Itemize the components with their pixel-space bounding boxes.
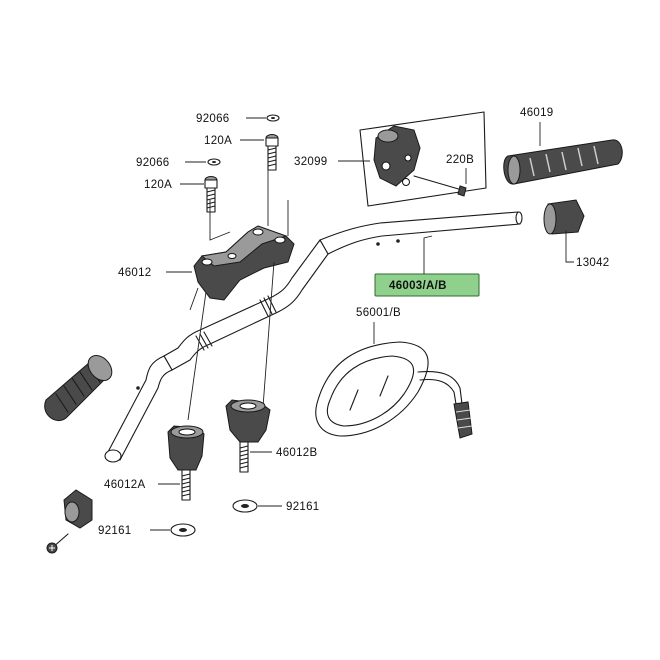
part-label-46019[interactable]: 46019	[520, 107, 553, 119]
bolt-icon[interactable]	[265, 134, 279, 171]
part-label-92161-left[interactable]: 92161	[98, 525, 131, 537]
part-label-92161-right[interactable]: 92161	[286, 501, 319, 513]
part-label-46012[interactable]: 46012	[118, 267, 151, 279]
lower-holder-a-icon[interactable]	[167, 425, 205, 501]
part-label-32099[interactable]: 32099	[294, 156, 327, 168]
bar-end-weight-icon[interactable]	[63, 489, 93, 529]
part-label-120a-top[interactable]: 120A	[204, 135, 232, 147]
bar-end-weight-icon[interactable]	[543, 199, 585, 235]
part-label-92066-top[interactable]: 92066	[196, 113, 229, 125]
handlebar-icon[interactable]	[104, 211, 523, 463]
part-label-46012b[interactable]: 46012B	[276, 447, 317, 459]
right-grip-icon[interactable]	[503, 139, 623, 185]
throttle-housing-icon[interactable]	[373, 125, 467, 197]
part-label-13042[interactable]: 13042	[576, 257, 609, 269]
part-label-46003[interactable]: 46003/A/B	[389, 280, 447, 292]
washer-icon[interactable]	[266, 114, 280, 122]
bolt-icon[interactable]	[204, 176, 218, 213]
washer-icon[interactable]	[232, 499, 258, 513]
washer-icon[interactable]	[207, 158, 221, 166]
left-grip-icon[interactable]	[44, 351, 117, 422]
part-highlight-box	[374, 273, 480, 297]
part-label-120a-mid[interactable]: 120A	[144, 179, 172, 191]
screw-icon[interactable]	[46, 533, 69, 554]
part-label-92066-mid[interactable]: 92066	[136, 157, 169, 169]
washer-icon[interactable]	[170, 523, 196, 537]
mirror-icon[interactable]	[315, 341, 473, 439]
lower-holder-b-icon[interactable]	[225, 399, 271, 473]
part-label-220b[interactable]: 220B	[446, 154, 474, 166]
part-label-46012a[interactable]: 46012A	[104, 479, 145, 491]
part-label-56001[interactable]: 56001/B	[356, 307, 401, 319]
upper-clamp-icon[interactable]	[193, 225, 295, 301]
